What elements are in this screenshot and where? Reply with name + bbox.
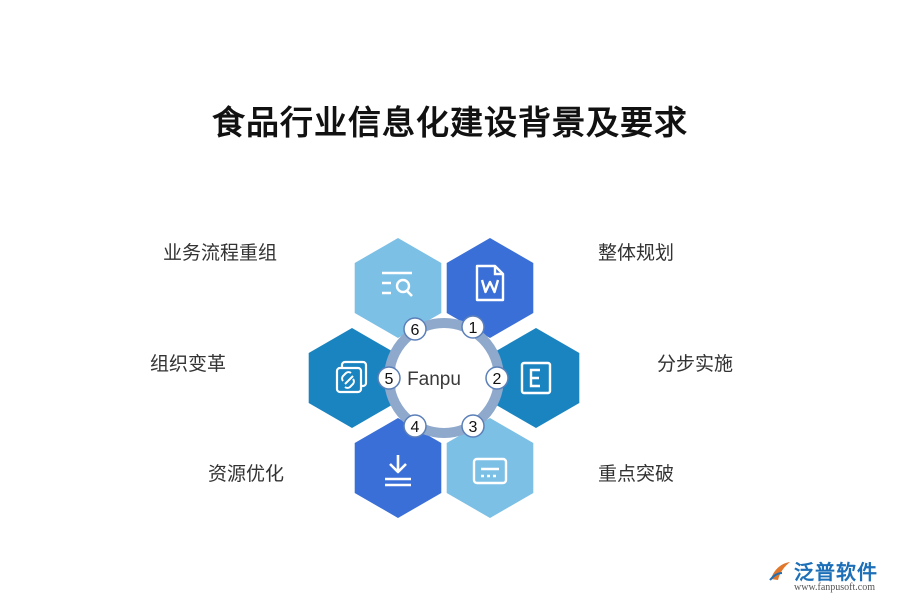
number-badge-5: 5 [377, 366, 401, 390]
svg-text:6: 6 [411, 322, 420, 339]
brand-name: 泛普软件 [794, 560, 878, 584]
center-circle [395, 329, 493, 427]
center-label: Fanpu [407, 369, 461, 390]
svg-text:3: 3 [469, 419, 478, 436]
hexagon-segment-3 [446, 418, 534, 518]
hexagon-segment-4 [354, 418, 442, 518]
e-document-icon [520, 361, 552, 395]
search-list-icon [382, 271, 413, 297]
number-badge-1: 1 [461, 315, 485, 339]
card-icon [472, 457, 508, 485]
page-title: 食品行业信息化建设背景及要求 [212, 103, 688, 142]
number-badge-4: 4 [403, 414, 427, 438]
brand-logo-icon [769, 562, 790, 581]
download-icon [385, 455, 411, 487]
label-segment-3: 重点突破 [598, 463, 675, 485]
number-badge-2: 2 [485, 366, 509, 390]
number-badge-6: 6 [403, 317, 427, 341]
label-segment-1: 整体规划 [598, 242, 675, 264]
svg-text:1: 1 [469, 320, 478, 337]
brand-url: www.fanpusoft.com [794, 582, 876, 593]
label-segment-4: 资源优化 [208, 463, 285, 485]
link-copy-icon [335, 360, 368, 394]
word-document-icon [475, 264, 505, 302]
hexagon-shape [446, 238, 534, 338]
svg-text:5: 5 [385, 371, 394, 388]
label-segment-6: 业务流程重组 [163, 242, 278, 264]
svg-text:2: 2 [493, 371, 502, 388]
number-badge-3: 3 [461, 414, 485, 438]
svg-text:4: 4 [411, 419, 420, 436]
hexagon-segment-1 [446, 238, 534, 338]
label-segment-5: 组织变革 [150, 353, 227, 375]
label-segment-2: 分步实施 [657, 353, 734, 375]
hexagon-segment-2 [492, 328, 580, 428]
hexagon-segment-6 [354, 238, 442, 338]
hexagon-segment-5 [308, 328, 396, 428]
